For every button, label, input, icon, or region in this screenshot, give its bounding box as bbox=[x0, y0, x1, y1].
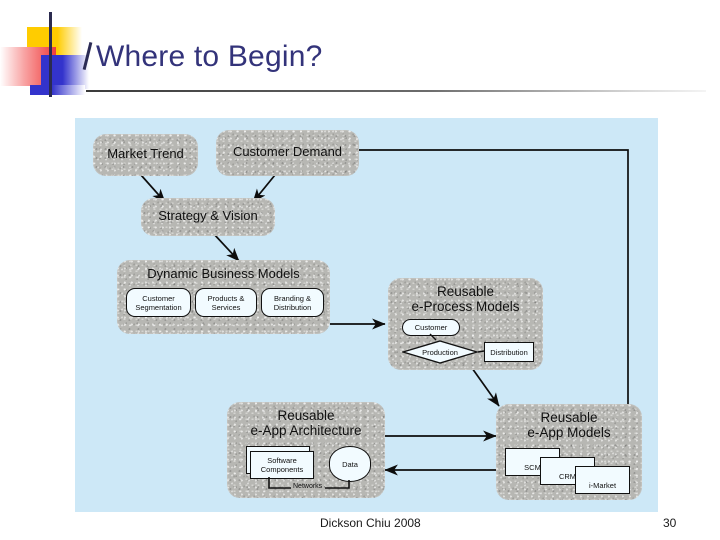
diagram-connectors bbox=[140, 144, 629, 476]
subnode-networks-label: Networks bbox=[291, 483, 325, 490]
subnode-production-diamond[interactable] bbox=[402, 340, 478, 364]
node-strategy-vision[interactable]: Strategy & Vision bbox=[141, 198, 275, 236]
subnode-distribution[interactable]: Distribution bbox=[484, 342, 534, 362]
subnode-software-components[interactable]: Software Components bbox=[250, 451, 314, 479]
node-reusable-e-process-models[interactable]: Reusable e-Process Models Customer Produ… bbox=[388, 278, 543, 370]
decorative-corner-motif bbox=[0, 0, 96, 105]
subnode-i-market[interactable]: i-Market bbox=[575, 466, 630, 494]
title-underline bbox=[86, 90, 706, 92]
arch-internal-links bbox=[268, 477, 350, 489]
subnode-branding-distribution[interactable]: Branding & Distribution bbox=[261, 288, 324, 317]
vertical-line-icon bbox=[49, 12, 52, 97]
page-title: Where to Begin? bbox=[96, 40, 323, 73]
node-market-trend[interactable]: Market Trend bbox=[93, 134, 198, 176]
subnode-data-cylinder[interactable]: Data bbox=[329, 446, 371, 482]
diagram-panel: Market Trend Customer Demand Strategy & … bbox=[75, 118, 658, 512]
process-internal-links bbox=[429, 333, 485, 353]
subnode-products-services[interactable]: Products & Services bbox=[195, 288, 257, 317]
page-number: 30 bbox=[663, 516, 677, 530]
footer-author: Dickson Chiu 2008 bbox=[320, 516, 421, 530]
node-customer-demand[interactable]: Customer Demand bbox=[216, 130, 359, 176]
subnode-customer-segmentation[interactable]: Customer Segmentation bbox=[126, 288, 191, 317]
blue-bar-icon bbox=[30, 85, 85, 95]
node-dynamic-business-models[interactable]: Dynamic Business Models Customer Segment… bbox=[117, 260, 330, 334]
node-reusable-e-app-models[interactable]: Reusable e-App Models SCM CRM i-Market bbox=[496, 404, 642, 500]
node-reusable-e-app-architecture[interactable]: Reusable e-App Architecture Software Com… bbox=[227, 402, 385, 498]
